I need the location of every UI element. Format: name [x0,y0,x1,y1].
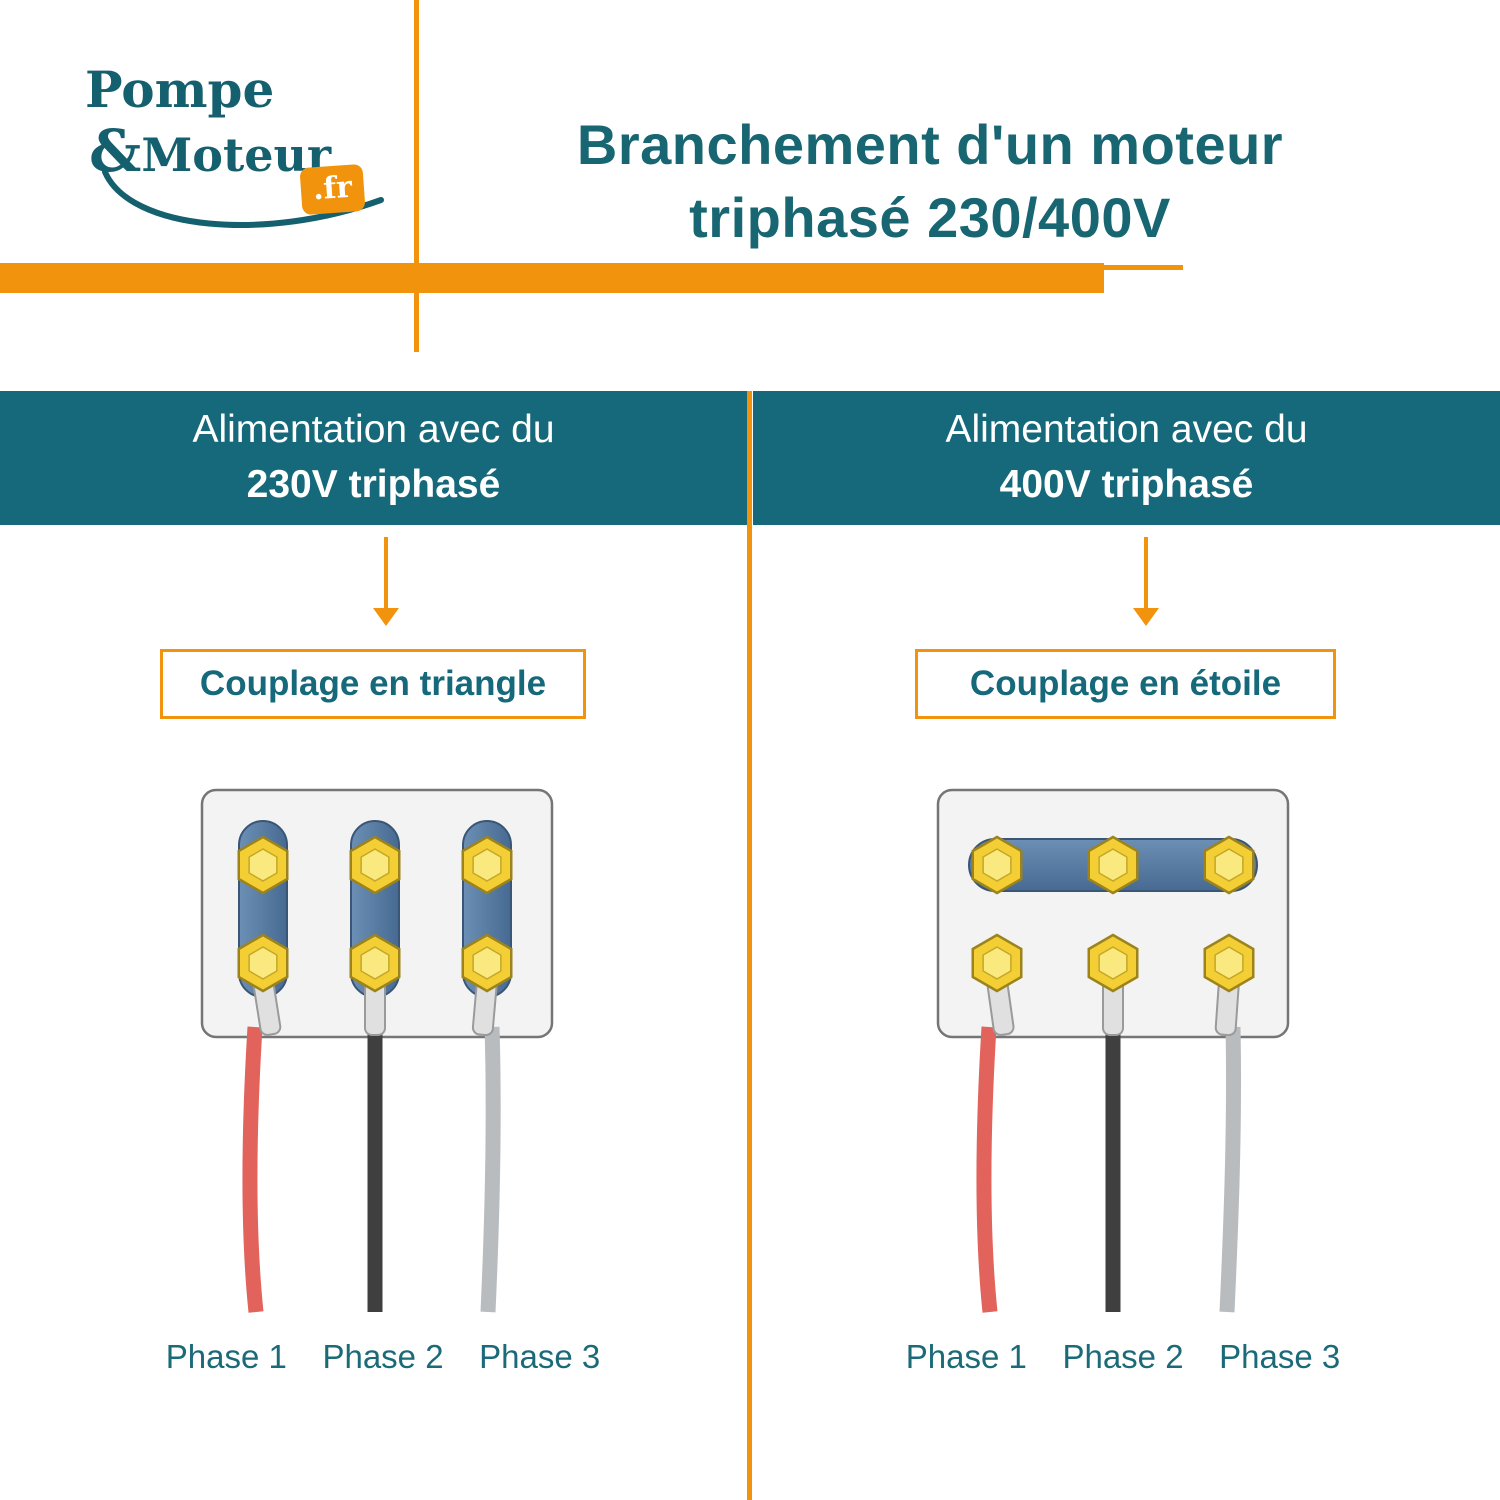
terminal-nut [1203,835,1255,895]
coupling-box-triangle: Couplage en triangle [160,649,586,719]
header-400v-line-2: 400V triphasé [999,463,1254,506]
down-arrow-400v [1144,537,1148,609]
terminal-block-etoile-diagram [936,788,1290,1313]
logo-swoosh-curve [102,169,384,228]
down-arrow-head-400v [1133,608,1159,626]
title-line-2: triphasé 230/400V [677,181,1183,271]
column-divider-line [747,391,752,1500]
phase-label: Phase 2 [322,1338,444,1375]
header-400v-line-1: Alimentation avec du [945,408,1308,452]
header-400v: Alimentation avec du 400V triphasé [753,391,1500,525]
terminal-nut [461,933,513,993]
terminal-nut [1087,933,1139,993]
title-line-1: Branchement d'un moteur [576,112,1284,176]
logo-fr-badge: .fr [299,163,366,216]
phase-label: Phase 1 [165,1338,287,1375]
terminal-nut [237,933,289,993]
logo-word-moteur: Moteur [141,127,332,182]
terminal-nut [971,933,1023,993]
terminal-nut [349,835,401,895]
wire-phase-3 [1219,1026,1242,1313]
phase-label: Phase 2 [1062,1338,1184,1375]
logo-row-moteur: &Moteur [89,120,395,182]
wire-phase-1 [976,1026,998,1313]
logo-word-pompe: Pompe [85,60,275,119]
header-230v-line-2: 230V triphasé [246,463,501,506]
coupling-label-triangle: Couplage en triangle [199,664,547,703]
phase-label: Phase 3 [1219,1338,1341,1375]
top-divider-line [414,0,419,352]
terminal-nut [349,933,401,993]
terminal-nut [971,835,1023,895]
terminal-nut [1203,933,1255,993]
terminal-block-triangle-diagram [200,788,554,1313]
coupling-box-etoile: Couplage en étoile [915,649,1336,719]
header-230v-line-1: Alimentation avec du [192,408,555,452]
terminal-nut [1087,835,1139,895]
phase-label: Phase 1 [905,1338,1027,1375]
wire-phase-1 [242,1026,264,1313]
down-arrow-230v [384,537,388,609]
logo-ampersand: & [89,116,142,185]
header-230v: Alimentation avec du 230V triphasé [0,391,747,525]
phase-labels-230v: Phase 1 Phase 2 Phase 3 [148,1338,618,1376]
coupling-label-etoile: Couplage en étoile [969,664,1282,703]
terminal-nut [461,835,513,895]
wire-phase-3 [480,1026,501,1313]
phase-labels-400v: Phase 1 Phase 2 Phase 3 [888,1338,1358,1376]
logo: Pompe &Moteur .fr [85,60,395,244]
down-arrow-head-230v [373,608,399,626]
phase-label: Phase 3 [479,1338,601,1375]
terminal-nut [237,835,289,895]
